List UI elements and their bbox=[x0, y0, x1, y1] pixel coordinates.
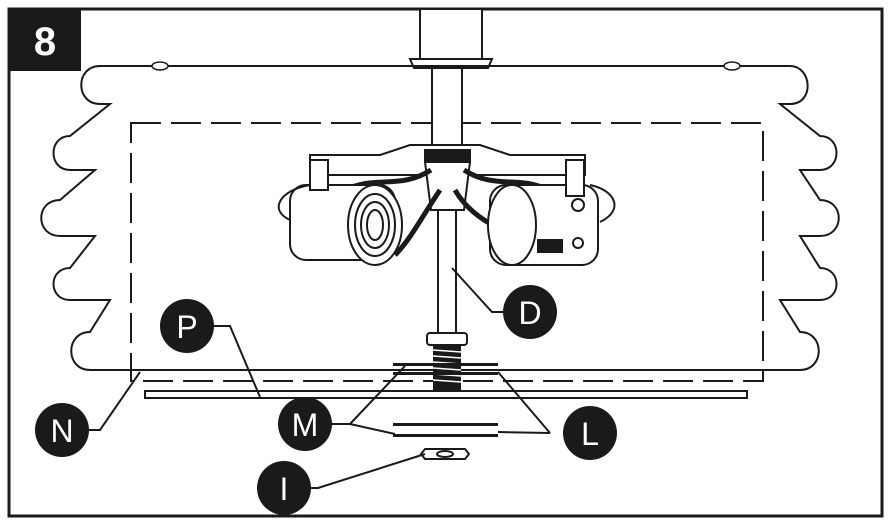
callout-i: I bbox=[257, 461, 311, 515]
callout-l: L bbox=[563, 406, 617, 460]
upper-washers bbox=[393, 363, 498, 375]
rim-screw-left bbox=[151, 61, 169, 71]
callout-d-label: D bbox=[518, 295, 541, 331]
callout-p-label: P bbox=[176, 309, 197, 345]
leader-lines bbox=[88, 267, 551, 489]
rim-screw-right bbox=[723, 61, 741, 71]
step-badge: 8 bbox=[9, 9, 81, 71]
callout-p: P bbox=[160, 299, 214, 353]
finial-nut bbox=[419, 448, 471, 460]
callout-m: M bbox=[278, 397, 332, 451]
step-number: 8 bbox=[34, 20, 56, 64]
downrod-top bbox=[408, 8, 494, 69]
lower-washers bbox=[393, 423, 498, 437]
callout-n-label: N bbox=[50, 413, 73, 449]
callout-l-label: L bbox=[581, 416, 599, 452]
callout-d: D bbox=[503, 285, 557, 339]
threaded-section bbox=[432, 345, 462, 390]
callout-n: N bbox=[35, 403, 89, 457]
glass-plate bbox=[144, 390, 748, 399]
rod-nut bbox=[426, 332, 468, 346]
callout-i-label: I bbox=[280, 471, 289, 507]
glass-shade bbox=[40, 65, 840, 371]
light-fixture bbox=[277, 144, 616, 266]
callout-m-label: M bbox=[292, 407, 319, 443]
